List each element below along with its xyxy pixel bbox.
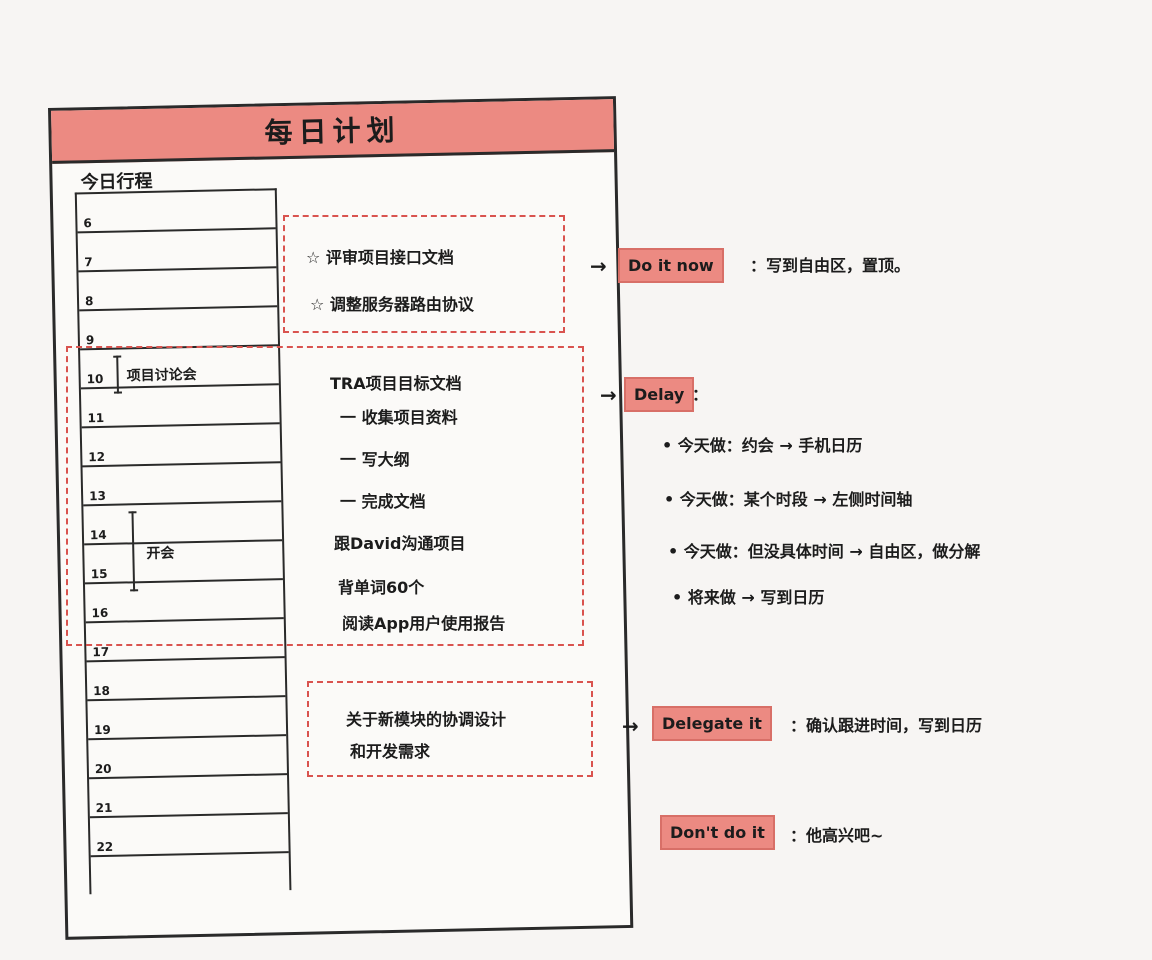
hour-row: 8 [78, 268, 278, 312]
hour-number: 6 [83, 216, 92, 231]
tag-dont-do-it: Don't do it [660, 815, 775, 850]
planner-title: 每日计划 [51, 99, 615, 164]
hour-number: 18 [93, 683, 111, 699]
hour-row: 7 [77, 229, 277, 273]
delay-bullet: • 今天做：约会 → 手机日历 [662, 436, 863, 455]
delay-bullet: • 将来做 → 写到日历 [672, 588, 825, 607]
tag-delegate-it: Delegate it [652, 706, 772, 741]
dont-do-note: ：他高兴吧~ [790, 826, 884, 845]
task-item: ☆ 评审项目接口文档 [306, 248, 454, 267]
hour-number: 17 [92, 644, 110, 660]
task-item: ☆ 调整服务器路由协议 [310, 295, 474, 314]
task-item: 一 完成文档 [340, 492, 426, 511]
hour-number: 7 [84, 255, 93, 270]
task-item: 跟David沟通项目 [334, 534, 466, 553]
tag-do-it-now: Do it now [618, 248, 724, 283]
do-now-box [283, 215, 565, 333]
hour-number: 8 [84, 294, 94, 309]
hour-row: 20 [88, 736, 288, 780]
delegate-box [307, 681, 593, 777]
arrow-right-icon: → [600, 383, 617, 407]
task-item: TRA项目目标文档 [330, 374, 462, 393]
delegate-note: ：确认跟进时间，写到日历 [790, 716, 983, 735]
hour-number: 21 [95, 800, 113, 816]
arrow-right-icon: → [622, 714, 639, 738]
delay-bullet: • 今天做：但没具体时间 → 自由区，做分解 [668, 542, 981, 561]
hour-row: 18 [86, 658, 286, 702]
delay-colon: ： [692, 385, 709, 404]
do-now-note: ：写到自由区，置顶。 [750, 256, 911, 275]
hour-row: 22 [89, 814, 289, 858]
hour-number: 19 [93, 722, 111, 738]
delay-bullet: • 今天做：某个时段 → 左侧时间轴 [664, 490, 913, 509]
arrow-right-icon: → [590, 254, 607, 278]
hour-row: 19 [87, 697, 287, 741]
hour-number: 22 [96, 839, 114, 855]
task-item: 和开发需求 [350, 742, 431, 761]
task-item: 一 收集项目资料 [340, 408, 458, 427]
delay-box [66, 346, 584, 646]
task-item: 背单词60个 [338, 578, 425, 597]
task-item: 阅读App用户使用报告 [342, 614, 506, 633]
hour-number: 20 [94, 761, 112, 777]
tag-delay: Delay [624, 377, 695, 412]
hour-row: 9 [79, 307, 279, 351]
task-item: 一 写大纲 [340, 450, 410, 469]
hour-row: 6 [76, 190, 276, 234]
hour-row: 21 [89, 775, 288, 819]
task-item: 关于新模块的协调设计 [346, 710, 507, 729]
